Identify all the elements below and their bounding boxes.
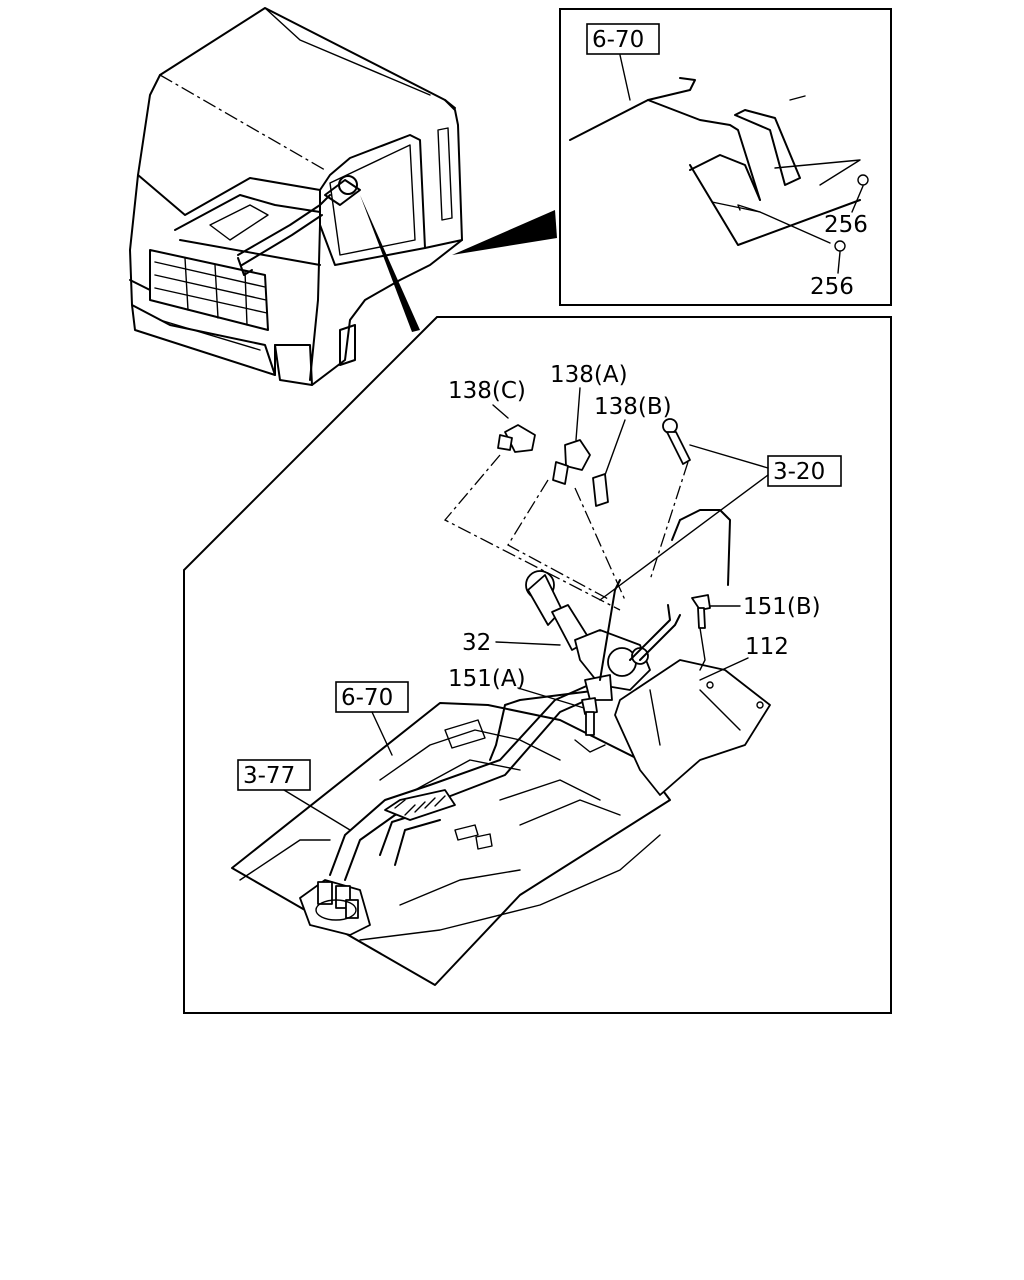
- leader-138a: [575, 387, 581, 441]
- label-138b: 138(B): [594, 394, 672, 420]
- main-detail-frame: [183, 316, 892, 1014]
- label-3-20: 3-20: [599, 444, 842, 601]
- leader-32: [495, 641, 561, 646]
- shift-base-assembly: [299, 879, 371, 936]
- leader-138b: [604, 419, 626, 476]
- label-112: 112: [745, 634, 789, 660]
- leader-112: [699, 657, 749, 681]
- label-138a: 138(A): [550, 362, 628, 388]
- svg-text:6-70: 6-70: [592, 27, 644, 53]
- label-32: 32: [462, 630, 491, 656]
- truck-cab-illustration: [129, 7, 557, 386]
- shift-lever-unit-32: [525, 570, 681, 701]
- label-138c: 138(C): [448, 378, 526, 404]
- leader-256-lower: [837, 251, 841, 274]
- leader-256-upper: [851, 185, 864, 213]
- label-6-70-bottom: 6-70: [335, 681, 409, 756]
- guide-lines: [443, 454, 706, 671]
- cab-floor-panel: [231, 702, 671, 986]
- leader-151a: [517, 687, 585, 709]
- label-151b: 151(B): [743, 594, 821, 620]
- svg-text:3-77: 3-77: [243, 763, 295, 789]
- fittings-cluster: [497, 418, 731, 753]
- inset-detail-panel: [559, 8, 892, 306]
- label-256-upper: 256: [824, 212, 868, 238]
- label-3-77: 3-77: [237, 759, 351, 831]
- label-6-70-top: 6-70: [586, 23, 660, 101]
- label-256-lower: 256: [810, 274, 854, 300]
- svg-text:6-70: 6-70: [341, 685, 393, 711]
- label-151a: 151(A): [448, 666, 526, 692]
- svg-text:3-20: 3-20: [773, 459, 825, 485]
- shift-cables: [329, 679, 606, 881]
- leader-138c: [492, 404, 509, 419]
